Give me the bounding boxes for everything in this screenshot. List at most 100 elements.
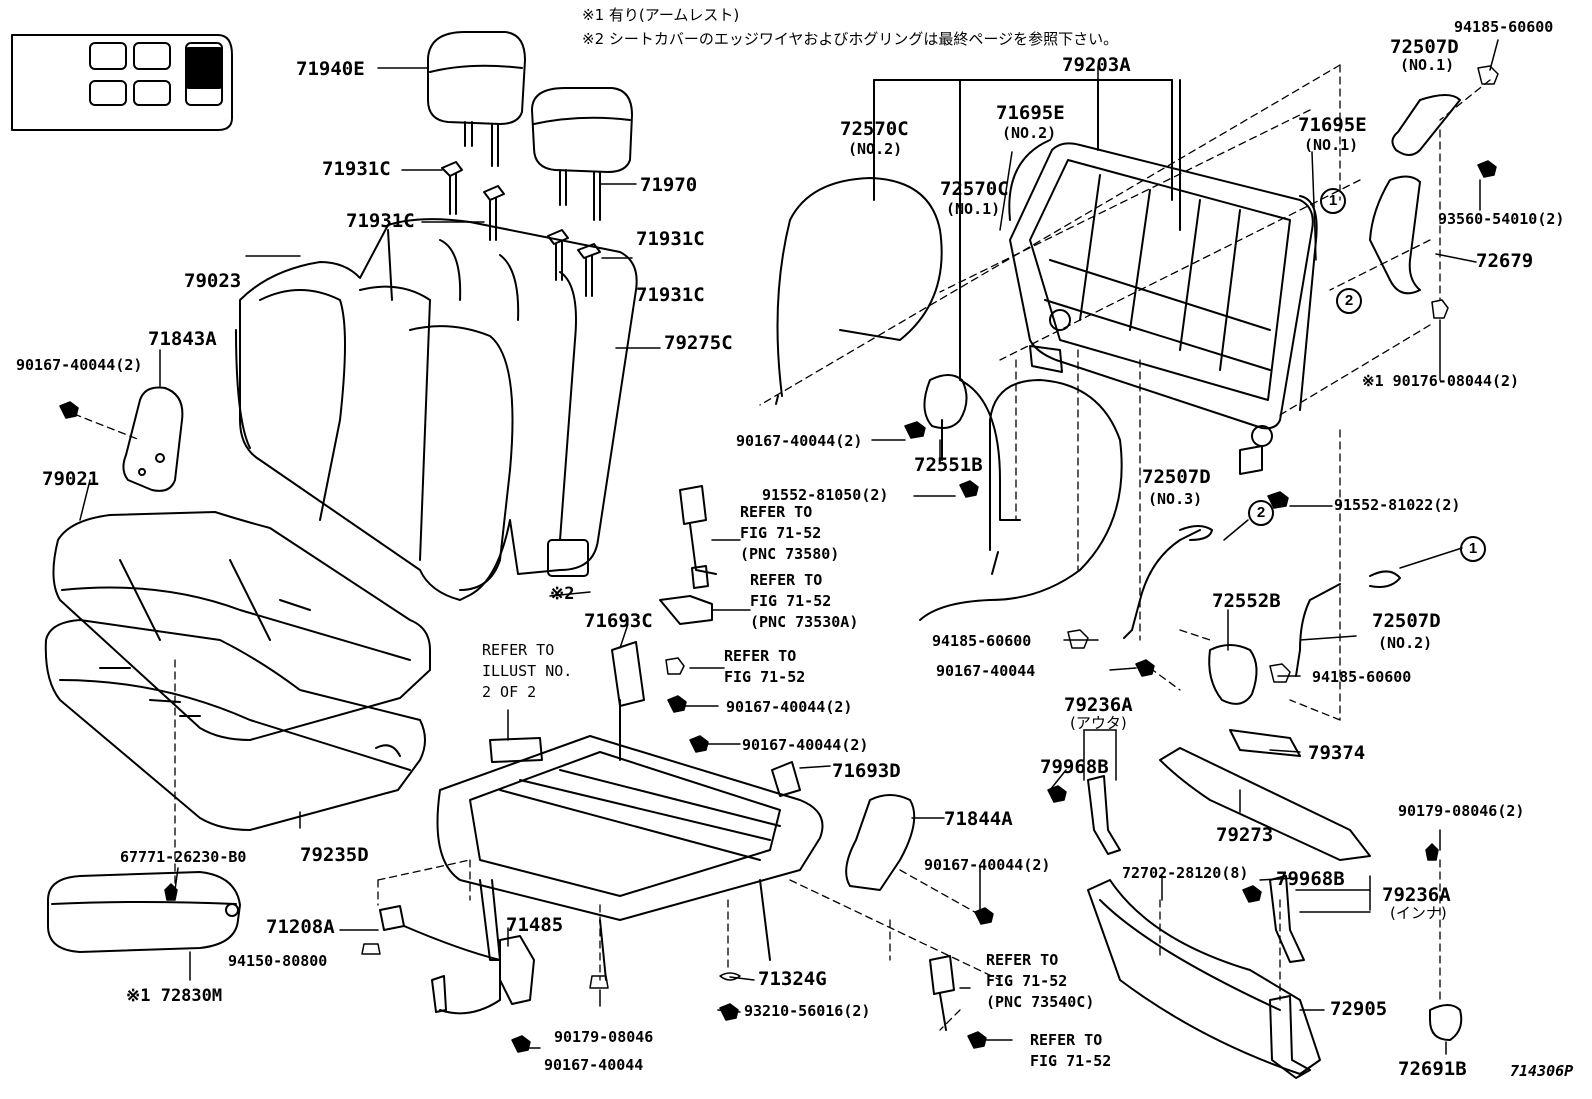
refer-line-1: REFER TO [750, 571, 823, 589]
seat-cushion-drawing [44, 511, 431, 831]
refer-line-2: FIG 71-52 [750, 592, 832, 610]
refer-to-fig-71-52-a: REFER TO FIG 71-52 [724, 646, 805, 688]
refer-line-1: REFER TO [986, 951, 1059, 969]
note-2-marker: ※2 [550, 584, 575, 604]
refer-line-2: FIG 71-52 [740, 524, 822, 542]
part-90167-40044-2c: 90167-40044(2) [726, 698, 853, 716]
refer-line-2: FIG 71-52 [1030, 1052, 1112, 1070]
part-72570C-no2-label: (NO.2) [848, 140, 903, 158]
marker-1-lower: 1 [1460, 536, 1486, 562]
71485-assembly-drawing [379, 905, 535, 1015]
part-79236A-inner: 79236A [1382, 884, 1451, 906]
part-72507D-no1-label: (NO.1) [1400, 56, 1455, 74]
part-71970: 71970 [640, 174, 698, 196]
marker-2-upper: 2 [1336, 288, 1362, 314]
part-72570C-no1-label: (NO.1) [946, 200, 1001, 218]
part-72691B: 72691B [1398, 1058, 1467, 1080]
part-90179-08046-2: 90179-08046(2) [1398, 802, 1525, 820]
part-72570C-no2: 72570C [840, 118, 909, 140]
part-71208A: 71208A [266, 916, 335, 938]
seat-frame-drawing [436, 641, 824, 981]
note-2: ※2 シートカバーのエッジワイヤおよびホグリングは最終ページを参照下さい。 [582, 30, 1119, 48]
refer-line-1: REFER TO [740, 503, 813, 521]
part-93210-56016: 93210-56016(2) [744, 1002, 871, 1020]
part-71940E: 71940E [296, 58, 365, 80]
part-79968B-b: 79968B [1276, 868, 1345, 890]
illustration-id: 714306P [1510, 1062, 1574, 1080]
bolt-icons [59, 65, 1499, 1053]
refer-to-pnc-73540C: REFER TO FIG 71-52 (PNC 73540C) [986, 950, 1094, 1013]
cover-72552B-drawing [1208, 644, 1258, 705]
belt-anchors-drawing [659, 485, 955, 1031]
part-72507D-no2-label: (NO.2) [1378, 634, 1433, 652]
headrest-supports-drawing [441, 161, 601, 297]
part-79273: 79273 [1216, 824, 1274, 846]
part-72507D-no3-label: (NO.3) [1148, 490, 1203, 508]
cover-71844A-drawing [845, 794, 916, 891]
part-90167-40044-mid: 90167-40044 [936, 662, 1036, 680]
part-79275C: 79275C [664, 332, 733, 354]
marker-2-lower: 2 [1248, 500, 1274, 526]
part-79235D: 79235D [300, 844, 369, 866]
marker-1-upper: 1 [1320, 188, 1346, 214]
part-79374: 79374 [1308, 742, 1366, 764]
refer-to-illust-2-of-2: REFER TO ILLUST NO. 2 OF 2 [482, 640, 572, 703]
lock-straps-drawing [1123, 94, 1461, 677]
part-72702-28120: 72702-28120(8) [1122, 864, 1249, 882]
part-71324G: 71324G [758, 968, 827, 990]
part-71844A: 71844A [944, 808, 1013, 830]
cover-71843A-drawing [122, 386, 184, 492]
hinge-cover-72551B-drawing [923, 374, 968, 461]
note-1: ※1 有り(アームレスト) [582, 6, 740, 24]
part-90176-08044: ※1 90176-08044(2) [1362, 372, 1520, 390]
part-90167-40044-2a: 90167-40044(2) [16, 356, 143, 374]
refer-to-pnc-73530A: REFER TO FIG 71-52 (PNC 73530A) [750, 570, 858, 633]
part-91552-81022: 91552-81022(2) [1334, 496, 1461, 514]
part-72507D-no2: 72507D [1372, 610, 1441, 632]
part-71695E-no1: 71695E [1298, 114, 1367, 136]
part-90167-40044-2d: 90167-40044(2) [742, 736, 869, 754]
part-71695E-no2-label: (NO.2) [1002, 124, 1057, 142]
part-79236A-outer-label: (アウタ) [1070, 714, 1127, 732]
refer-to-fig-71-52-b: REFER TO FIG 71-52 [1030, 1030, 1111, 1072]
refer-to-pnc-73580: REFER TO FIG 71-52 (PNC 73580) [740, 502, 839, 565]
part-71843A: 71843A [148, 328, 217, 350]
part-72552B: 72552B [1212, 590, 1281, 612]
part-79203A: 79203A [1062, 54, 1131, 76]
part-94185-60600-right: 94185-60600 [1312, 668, 1412, 686]
part-72507D-no3: 72507D [1142, 466, 1211, 488]
part-79968B-a: 79968B [1040, 756, 1109, 778]
part-71693D: 71693D [832, 760, 901, 782]
part-94185-60600-top: 94185-60600 [1454, 18, 1554, 36]
part-91552-81050: 91552-81050(2) [762, 486, 889, 504]
seat-position-index-icon [11, 34, 233, 131]
refer-line-2: ILLUST NO. [482, 662, 573, 680]
part-72507D-no1: 72507D [1390, 36, 1459, 58]
refer-line-1: REFER TO [482, 641, 555, 659]
refer-line-2: FIG 71-52 [724, 668, 806, 686]
part-71695E-no1-label: (NO.1) [1304, 136, 1359, 154]
part-79021: 79021 [42, 468, 100, 490]
part-72905: 72905 [1330, 998, 1388, 1020]
leader-lines [79, 39, 1499, 1055]
part-94150-80800: 94150-80800 [228, 952, 328, 970]
refer-line-3: 2 OF 2 [482, 683, 537, 701]
headrest-71940E-drawing [427, 31, 526, 167]
part-71931C-b: 71931C [346, 210, 415, 232]
refer-line-2: FIG 71-52 [986, 972, 1068, 990]
part-90167-40044-bottom: 90167-40044 [544, 1056, 644, 1074]
headrest-71970-drawing [531, 87, 633, 221]
refer-line-3: (PNC 73540C) [986, 993, 1095, 1011]
part-79023: 79023 [184, 270, 242, 292]
seatback-drawing [235, 218, 638, 601]
refer-line-3: (PNC 73580) [740, 545, 840, 563]
part-93560-54010: 93560-54010(2) [1438, 210, 1565, 228]
part-79236A-outer: 79236A [1064, 694, 1133, 716]
part-72830M: ※1 72830M [126, 986, 223, 1006]
part-71931C-a: 71931C [322, 158, 391, 180]
rails-drawing [1087, 729, 1463, 1079]
part-72679: 72679 [1476, 250, 1534, 272]
armrest-drawing [47, 871, 241, 953]
